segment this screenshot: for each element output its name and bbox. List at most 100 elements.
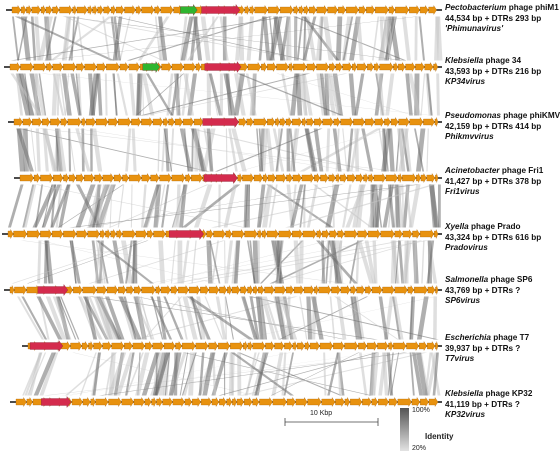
- similarity-link: [84, 296, 98, 340]
- similarity-link: [132, 240, 138, 284]
- genome-host-name: Salmonella: [445, 275, 489, 284]
- gene-arrow: [31, 5, 41, 15]
- gene-arrow: [292, 229, 303, 239]
- gene-arrow: [133, 397, 145, 407]
- similarity-link: [177, 240, 183, 284]
- similarity-link: [432, 352, 439, 396]
- similarity-link: [131, 128, 137, 172]
- gene-arrow: [267, 173, 277, 183]
- gene-arrow: [32, 117, 43, 127]
- gene-arrow: [279, 5, 294, 15]
- similarity-link: [323, 352, 327, 396]
- gene-arrow: [195, 61, 202, 73]
- similarity-link: [51, 73, 59, 116]
- similarity-link: [424, 352, 432, 396]
- similarity-link: [34, 184, 44, 228]
- similarity-link: [411, 352, 424, 396]
- gene-arrow: [388, 397, 398, 407]
- genome-genus: KP34virus: [445, 77, 486, 86]
- similarity-link: [266, 184, 334, 228]
- similarity-link: [194, 128, 199, 172]
- genome-phage-name: phage KP32: [483, 389, 533, 398]
- gene-arrow: [335, 173, 341, 183]
- similarity-link: [348, 73, 357, 116]
- genome-label-4: Acinetobacter phage Fri1 41,427 bp + DTR…: [445, 166, 549, 198]
- similarity-link: [98, 240, 106, 284]
- similarity-link: [341, 16, 352, 61]
- genome-genus: KP32virus: [445, 410, 486, 419]
- similarity-link: [176, 184, 181, 228]
- similarity-link: [298, 73, 308, 116]
- gene-arrow: [110, 228, 117, 240]
- similarity-link: [436, 73, 440, 116]
- similarity-link: [75, 184, 96, 228]
- gene-arrow: [81, 341, 89, 351]
- gene-arrow: [249, 5, 255, 15]
- gene-arrow: [115, 5, 125, 15]
- gene-arrow: [76, 173, 85, 183]
- gene-arrow: [122, 173, 130, 183]
- similarity-link: [75, 73, 81, 116]
- genome-phage-name: phage phiKMV: [500, 111, 560, 120]
- similarity-link: [354, 73, 365, 116]
- similarity-link: [283, 352, 294, 396]
- similarity-link: [75, 128, 91, 172]
- similarity-link: [245, 73, 257, 116]
- similarity-link: [158, 240, 330, 284]
- similarity-link: [218, 184, 221, 228]
- similarity-link: [270, 240, 423, 284]
- gene-arrow: [242, 173, 254, 183]
- gene-arrow: [292, 117, 303, 127]
- similarity-link: [296, 16, 304, 61]
- gene-arrow: [211, 397, 220, 407]
- gene-arrow: [163, 341, 176, 351]
- similarity-link: [8, 184, 24, 228]
- gene-arrow: [53, 173, 64, 183]
- gene-arrow: [371, 397, 379, 407]
- similarity-link: [108, 352, 116, 396]
- similarity-link: [139, 73, 311, 116]
- similarity-link: [256, 184, 266, 228]
- gene-arrow: [160, 285, 171, 295]
- gene-arrow: [333, 117, 341, 127]
- similarity-link: [413, 240, 417, 284]
- gene-arrow: [314, 117, 323, 127]
- gene-arrow: [9, 62, 21, 72]
- gene-arrow: [356, 62, 368, 72]
- similarity-link: [71, 16, 76, 61]
- gene-arrow: [156, 396, 163, 408]
- gene-arrow: [428, 5, 437, 15]
- gene-arrow: [302, 117, 307, 127]
- similarity-link: [206, 73, 211, 116]
- gene-arrow: [147, 228, 154, 240]
- similarity-link: [60, 296, 80, 340]
- similarity-link: [355, 240, 360, 284]
- similarity-link: [398, 128, 409, 172]
- similarity-link: [58, 184, 71, 228]
- similarity-link: [396, 128, 406, 172]
- gene-arrow: [244, 5, 250, 15]
- gene-arrow: [293, 62, 307, 72]
- similarity-link: [93, 296, 112, 340]
- similarity-link: [426, 352, 438, 396]
- similarity-link: [214, 128, 323, 172]
- similarity-link: [125, 352, 135, 396]
- gene-arrow: [279, 116, 286, 128]
- gene-arrow: [314, 172, 321, 184]
- gene-arrow: [33, 62, 47, 72]
- gene-arrow: [171, 62, 184, 72]
- similarity-link: [233, 240, 241, 284]
- similarity-link: [248, 296, 439, 340]
- gene-arrow: [152, 117, 164, 127]
- gene-arrow: [118, 117, 132, 127]
- genome-label-6: Salmonella phage SP6 43,769 bp + DTRs ? …: [445, 275, 549, 307]
- gene-arrow: [46, 62, 53, 72]
- gene-arrow: [27, 229, 41, 239]
- identity-gradient-bar: [400, 408, 409, 451]
- similarity-link: [125, 352, 144, 396]
- similarity-link: [212, 16, 215, 61]
- similarity-link: [245, 352, 257, 396]
- similarity-link: [94, 240, 102, 284]
- gene-arrow: [195, 341, 209, 351]
- highlighted-gene-arrow: [41, 396, 72, 408]
